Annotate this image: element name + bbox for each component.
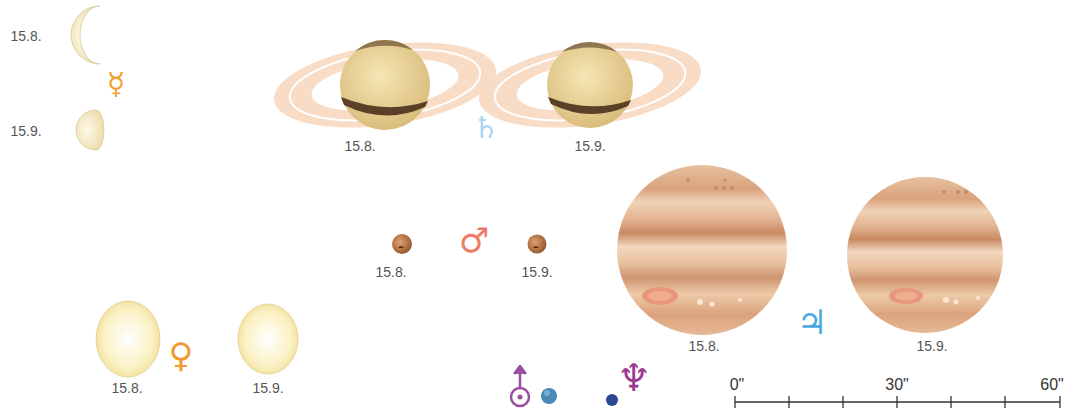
scale-label: 0": [730, 377, 745, 393]
mercury-gibbous: [76, 110, 104, 150]
scale-label: 30": [885, 377, 908, 393]
date-label: 15.8.: [10, 29, 41, 43]
date-label: 15.9.: [521, 265, 552, 279]
jupiter-disk: [847, 177, 1003, 333]
uranus-symbol-dot: [518, 395, 523, 400]
planet-symbol: ♄: [473, 113, 500, 143]
date-label: 15.9.: [574, 139, 605, 153]
jupiter-disk: [617, 165, 787, 335]
planet-symbol: ♆: [617, 359, 651, 397]
venus-disk: [238, 304, 298, 374]
planet-symbol: ☿: [107, 69, 125, 99]
date-label: 15.8.: [344, 139, 375, 153]
saturn-disk: [269, 30, 502, 140]
date-label: 15.8.: [375, 265, 406, 279]
mars-disk: [392, 234, 412, 254]
date-label: 15.9.: [252, 381, 283, 395]
scale-label: 60": [1040, 377, 1063, 393]
mars-disk: [528, 235, 547, 254]
scale-bar: [735, 396, 1060, 408]
saturn-disk: [474, 30, 707, 140]
date-label: 15.8.: [111, 381, 142, 395]
date-label: 15.8.: [688, 339, 719, 353]
uranus-disk: [541, 388, 557, 404]
mercury-crescent: [71, 6, 100, 64]
venus-disk: [96, 301, 160, 377]
date-label: 15.9.: [10, 124, 41, 138]
planet-symbol: ♃: [797, 305, 827, 339]
neptune-disk: [606, 394, 618, 406]
planet-symbol: ♀: [169, 338, 194, 372]
uranus-symbol: [511, 366, 529, 406]
planet-symbol: ♂: [459, 223, 489, 257]
date-label: 15.9.: [916, 339, 947, 353]
